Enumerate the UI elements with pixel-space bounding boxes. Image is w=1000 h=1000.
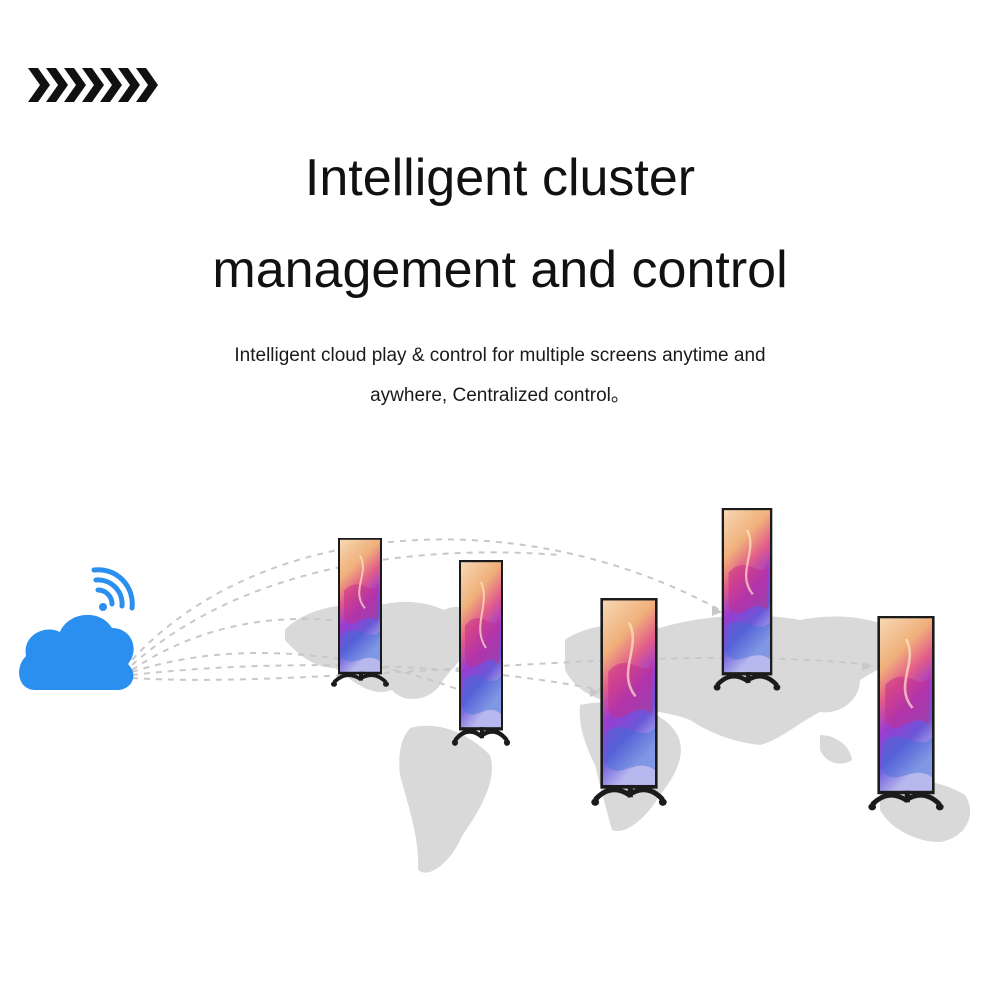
subtitle-line-2: aywhere, Centralized control。 [370,385,630,406]
arrow-markers [590,606,872,697]
poster-screen [868,616,943,810]
poster-screen [714,508,781,691]
page-title-line-1: Intelligent cluster [304,149,696,207]
cloud-icon [19,614,134,690]
wifi-icon [91,567,135,611]
chevrons-icon [28,68,158,102]
page-title-line-2: management and control [212,241,788,299]
poster-screen [452,560,510,746]
cluster-illustration [19,480,971,873]
subtitle-line-1: Intelligent cloud play & control for mul… [234,345,766,366]
wifi-dot [99,603,107,611]
poster-screen [329,536,391,689]
poster-screen [591,598,666,806]
